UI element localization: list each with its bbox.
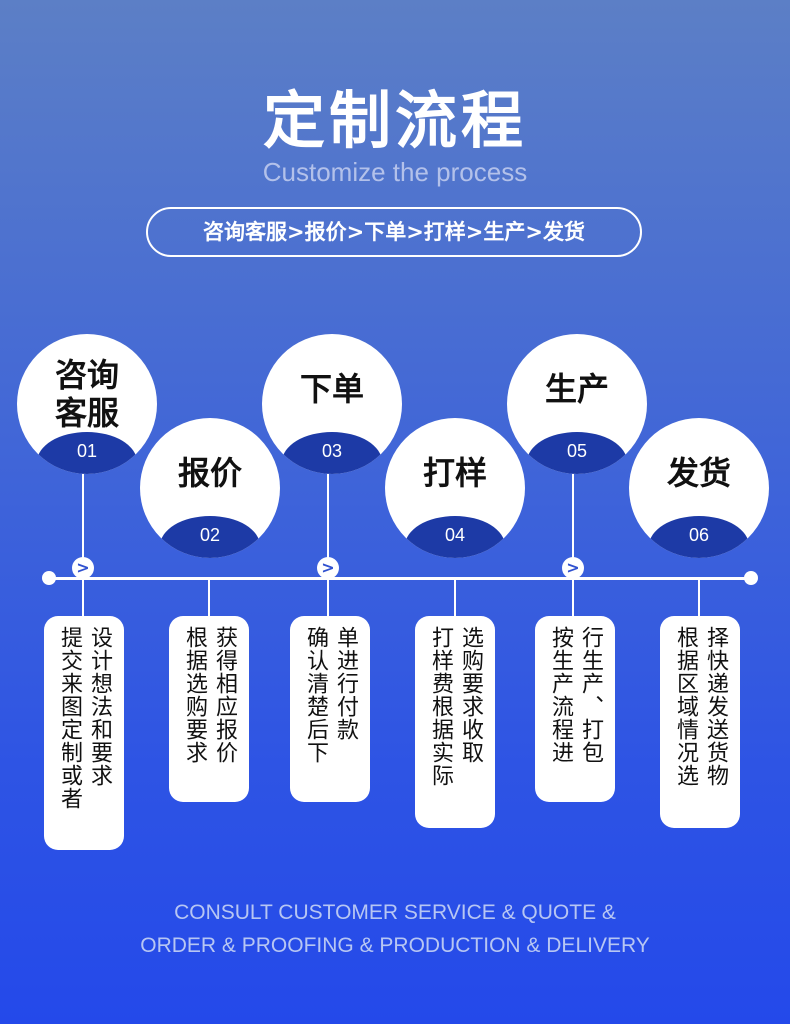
step-number: 03 xyxy=(282,432,382,474)
connector-line xyxy=(454,580,456,616)
description-column: 按生产流程进 xyxy=(548,626,573,764)
step-circle-quote: 报价 02 xyxy=(140,418,280,558)
description-column: 提交来图定制或者 xyxy=(57,626,82,810)
connector-line xyxy=(327,580,329,616)
step-label: 发货 xyxy=(666,454,731,492)
connector-line xyxy=(327,474,329,578)
step-circle-delivery: 发货 06 xyxy=(629,418,769,558)
footer-line-1: CONSULT CUSTOMER SERVICE & QUOTE & xyxy=(174,901,616,924)
description-column: 选购要求收取 xyxy=(458,626,483,764)
connector-line xyxy=(208,580,210,616)
step-description-card: 择快递发送货物 根据区域情况选 xyxy=(660,616,740,828)
step-description-card: 获得相应报价 根据选购要求 xyxy=(169,616,249,802)
chevron-right-icon: > xyxy=(317,557,339,579)
step-circle-proofing: 打样 04 xyxy=(385,418,525,558)
description-column: 根据选购要求 xyxy=(182,626,207,764)
step-description-card: 设计想法和要求 提交来图定制或者 xyxy=(44,616,124,850)
step-number: 06 xyxy=(649,516,749,558)
connector-line xyxy=(572,474,574,578)
step-label: 生产 xyxy=(544,370,609,408)
step-description-card: 单进行付款 确认清楚后下 xyxy=(290,616,370,802)
description-column: 设计想法和要求 xyxy=(87,626,112,787)
step-label: 报价 xyxy=(177,454,242,492)
description-column: 确认清楚后下 xyxy=(303,626,328,764)
description-column: 单进行付款 xyxy=(333,626,358,741)
step-description-card: 选购要求收取 打样费根据实际 xyxy=(415,616,495,828)
chevron-right-icon: > xyxy=(562,557,584,579)
step-number: 02 xyxy=(160,516,260,558)
connector-line xyxy=(82,474,84,578)
step-circle-production: 生产 05 xyxy=(507,334,647,474)
step-label-line: 咨询 xyxy=(54,356,119,394)
description-column: 打样费根据实际 xyxy=(428,626,453,787)
page-title: 定制流程 xyxy=(262,84,527,157)
step-number: 01 xyxy=(37,432,137,474)
step-description-card: 行生产、打包 按生产流程进 xyxy=(535,616,615,802)
step-number: 04 xyxy=(405,516,505,558)
description-column: 根据区域情况选 xyxy=(673,626,698,787)
step-label: 打样 xyxy=(422,454,487,492)
step-label-line: 客服 xyxy=(54,394,119,432)
chevron-right-icon: > xyxy=(72,557,94,579)
step-label: 下单 xyxy=(299,370,364,408)
footer-line-2: ORDER & PROOFING & PRODUCTION & DELIVERY xyxy=(140,934,650,957)
step-label: 咨询 客服 xyxy=(17,356,157,432)
connector-line xyxy=(82,580,84,616)
connector-line xyxy=(698,580,700,616)
description-column: 获得相应报价 xyxy=(212,626,237,764)
step-circle-consult: 咨询 客服 01 xyxy=(17,334,157,474)
timeline-line xyxy=(48,577,752,580)
connector-line xyxy=(572,580,574,616)
description-column: 行生产、打包 xyxy=(578,626,603,764)
step-number: 05 xyxy=(527,432,627,474)
timeline-start-dot xyxy=(42,571,56,585)
timeline-end-dot xyxy=(744,571,758,585)
step-circle-order: 下单 03 xyxy=(262,334,402,474)
description-column: 择快递发送货物 xyxy=(703,626,728,787)
page-subtitle: Customize the process xyxy=(262,157,528,187)
flow-summary-pill: 咨询客服>报价>下单>打样>生产>发货 xyxy=(146,207,642,257)
